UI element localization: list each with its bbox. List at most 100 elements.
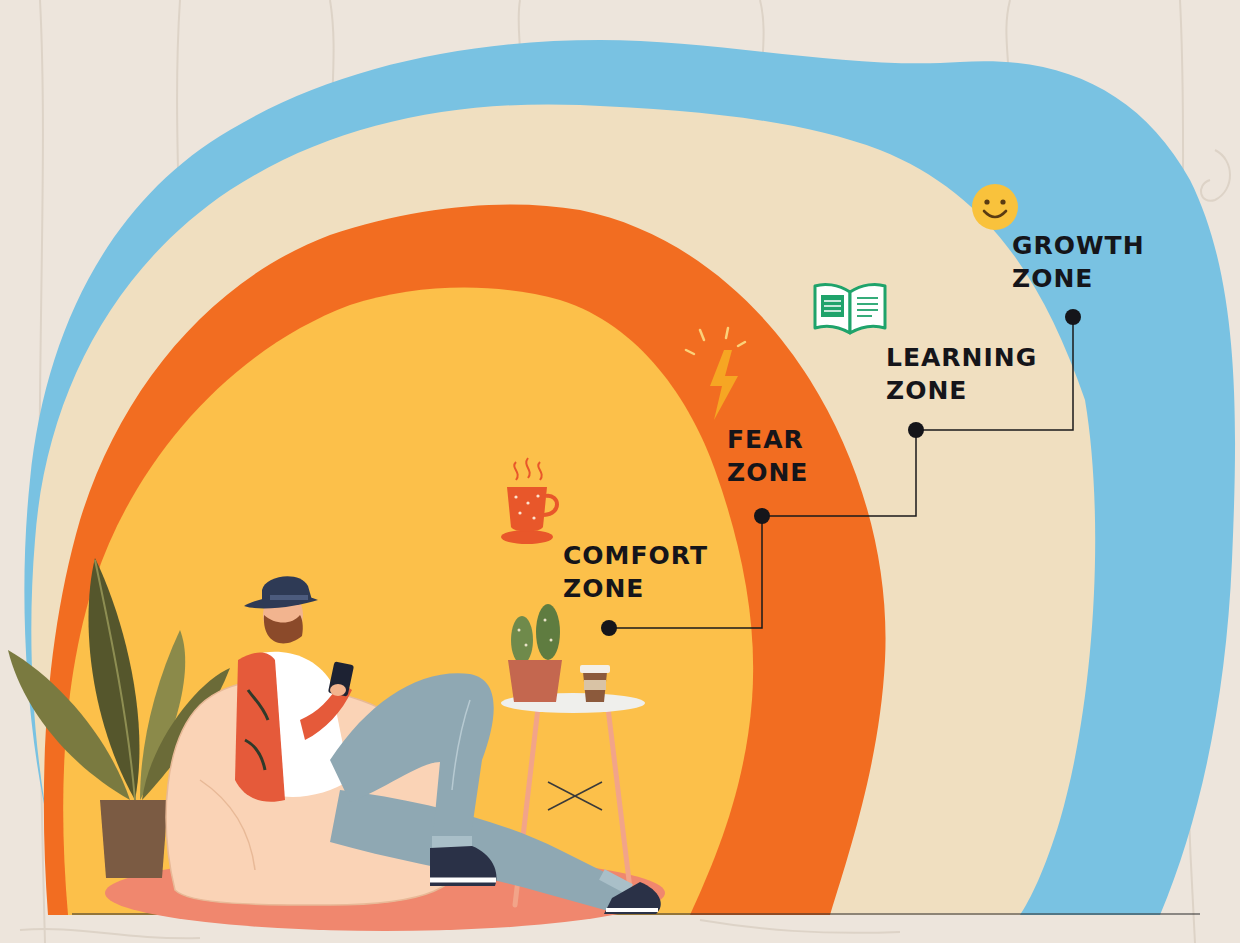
man-figure	[244, 596, 318, 609]
book-icon	[815, 284, 850, 333]
man-figure	[328, 661, 354, 696]
fear-zone: FEAR ZONE COMFORT ZONE	[38, 195, 893, 915]
cup-icon	[544, 496, 557, 515]
man-figure	[430, 878, 496, 883]
ground-line	[72, 913, 1200, 914]
ground-line	[72, 914, 1200, 915]
leader-line	[908, 422, 924, 438]
man-figure	[330, 684, 346, 696]
zone-outline	[31, 104, 1095, 915]
cup-icon	[536, 494, 539, 497]
man-figure	[452, 700, 470, 790]
comfort-zone: COMFORT ZONE	[55, 280, 760, 915]
cup-icon	[526, 458, 529, 478]
zone-shape	[55, 280, 760, 915]
man-figure	[245, 690, 268, 770]
growth-zone: GROWTH ZONE LEARNING ZONE FEAR ZONE COMFORT…	[15, 35, 1240, 915]
cactus-pot	[508, 604, 562, 702]
man-figure	[235, 576, 661, 914]
rug	[105, 855, 665, 931]
side-table	[548, 782, 602, 810]
smiley-icon	[984, 199, 989, 204]
cactus-pot	[550, 639, 553, 642]
bean-bag	[166, 681, 470, 905]
book-icon	[857, 309, 878, 311]
book-icon	[857, 297, 878, 299]
side-table	[608, 708, 632, 905]
man-figure	[430, 846, 496, 886]
man-figure	[264, 615, 303, 643]
man-figure	[330, 790, 628, 912]
leader-line	[609, 317, 1073, 628]
coffee-cup	[584, 680, 606, 690]
zone-outline	[63, 287, 753, 915]
zone-label: FEAR ZONE	[727, 423, 808, 489]
man-figure	[330, 673, 494, 846]
book-icon	[824, 305, 841, 307]
smiley-icon	[1000, 199, 1005, 204]
man-figure	[604, 882, 661, 914]
wood-grain	[700, 920, 900, 933]
potted-plant	[88, 558, 139, 800]
cactus-pot	[544, 619, 547, 622]
rug	[105, 855, 665, 931]
book-icon	[857, 303, 878, 305]
book-icon	[815, 284, 885, 333]
book-icon	[821, 295, 844, 317]
cup-icon	[514, 462, 517, 480]
leader-line	[601, 620, 617, 636]
potted-plant	[95, 560, 135, 800]
cup-icon	[507, 487, 547, 532]
smiley-icon	[972, 184, 1018, 230]
side-table	[548, 782, 602, 810]
book-icon	[857, 315, 872, 317]
cup-icon	[526, 501, 529, 504]
cup-icon	[538, 462, 541, 480]
potted-plant	[8, 558, 230, 878]
smiley-icon	[972, 184, 1018, 230]
cactus-pot	[511, 616, 533, 664]
cactus-pot	[525, 644, 528, 647]
zone-outline	[44, 204, 886, 915]
cup-icon	[518, 511, 521, 514]
zone-label: LEARNING ZONE	[886, 341, 1037, 407]
man-figure	[262, 576, 312, 604]
book-icon	[824, 300, 841, 302]
leader-line	[754, 508, 770, 524]
cactus-pot	[536, 604, 560, 660]
book-icon	[850, 284, 885, 333]
zone-outline	[24, 40, 1235, 915]
cup-icon	[501, 530, 553, 544]
lightning-icon	[686, 328, 745, 420]
coffee-cup	[580, 665, 610, 702]
potted-plant	[100, 800, 168, 878]
lightning-icon	[686, 350, 694, 354]
book-icon	[824, 310, 841, 312]
man-figure	[599, 869, 633, 895]
cactus-pot	[508, 660, 562, 702]
side-table	[515, 708, 538, 905]
man-figure	[606, 908, 658, 912]
side-table	[501, 693, 645, 713]
man-figure	[270, 595, 308, 600]
cup-icon	[532, 516, 535, 519]
man-figure	[235, 653, 285, 802]
potted-plant	[142, 668, 230, 800]
cup-icon	[514, 495, 517, 498]
leader-line	[1065, 309, 1081, 325]
wood-grain	[20, 929, 200, 938]
lightning-icon	[710, 350, 738, 420]
potted-plant	[140, 630, 185, 800]
zone-label: COMFORT ZONE	[563, 539, 708, 605]
cactus-pot	[518, 629, 521, 632]
lightning-icon	[726, 328, 728, 338]
man-figure	[263, 591, 303, 639]
coffee-cup	[580, 665, 610, 673]
wood-grain	[1201, 150, 1230, 201]
leader-line	[601, 309, 1081, 636]
potted-plant	[8, 650, 130, 800]
learning-zone: LEARNING ZONE FEAR ZONE COMFORT ZONE	[25, 100, 1100, 915]
zone-label: GROWTH ZONE	[1012, 229, 1145, 295]
